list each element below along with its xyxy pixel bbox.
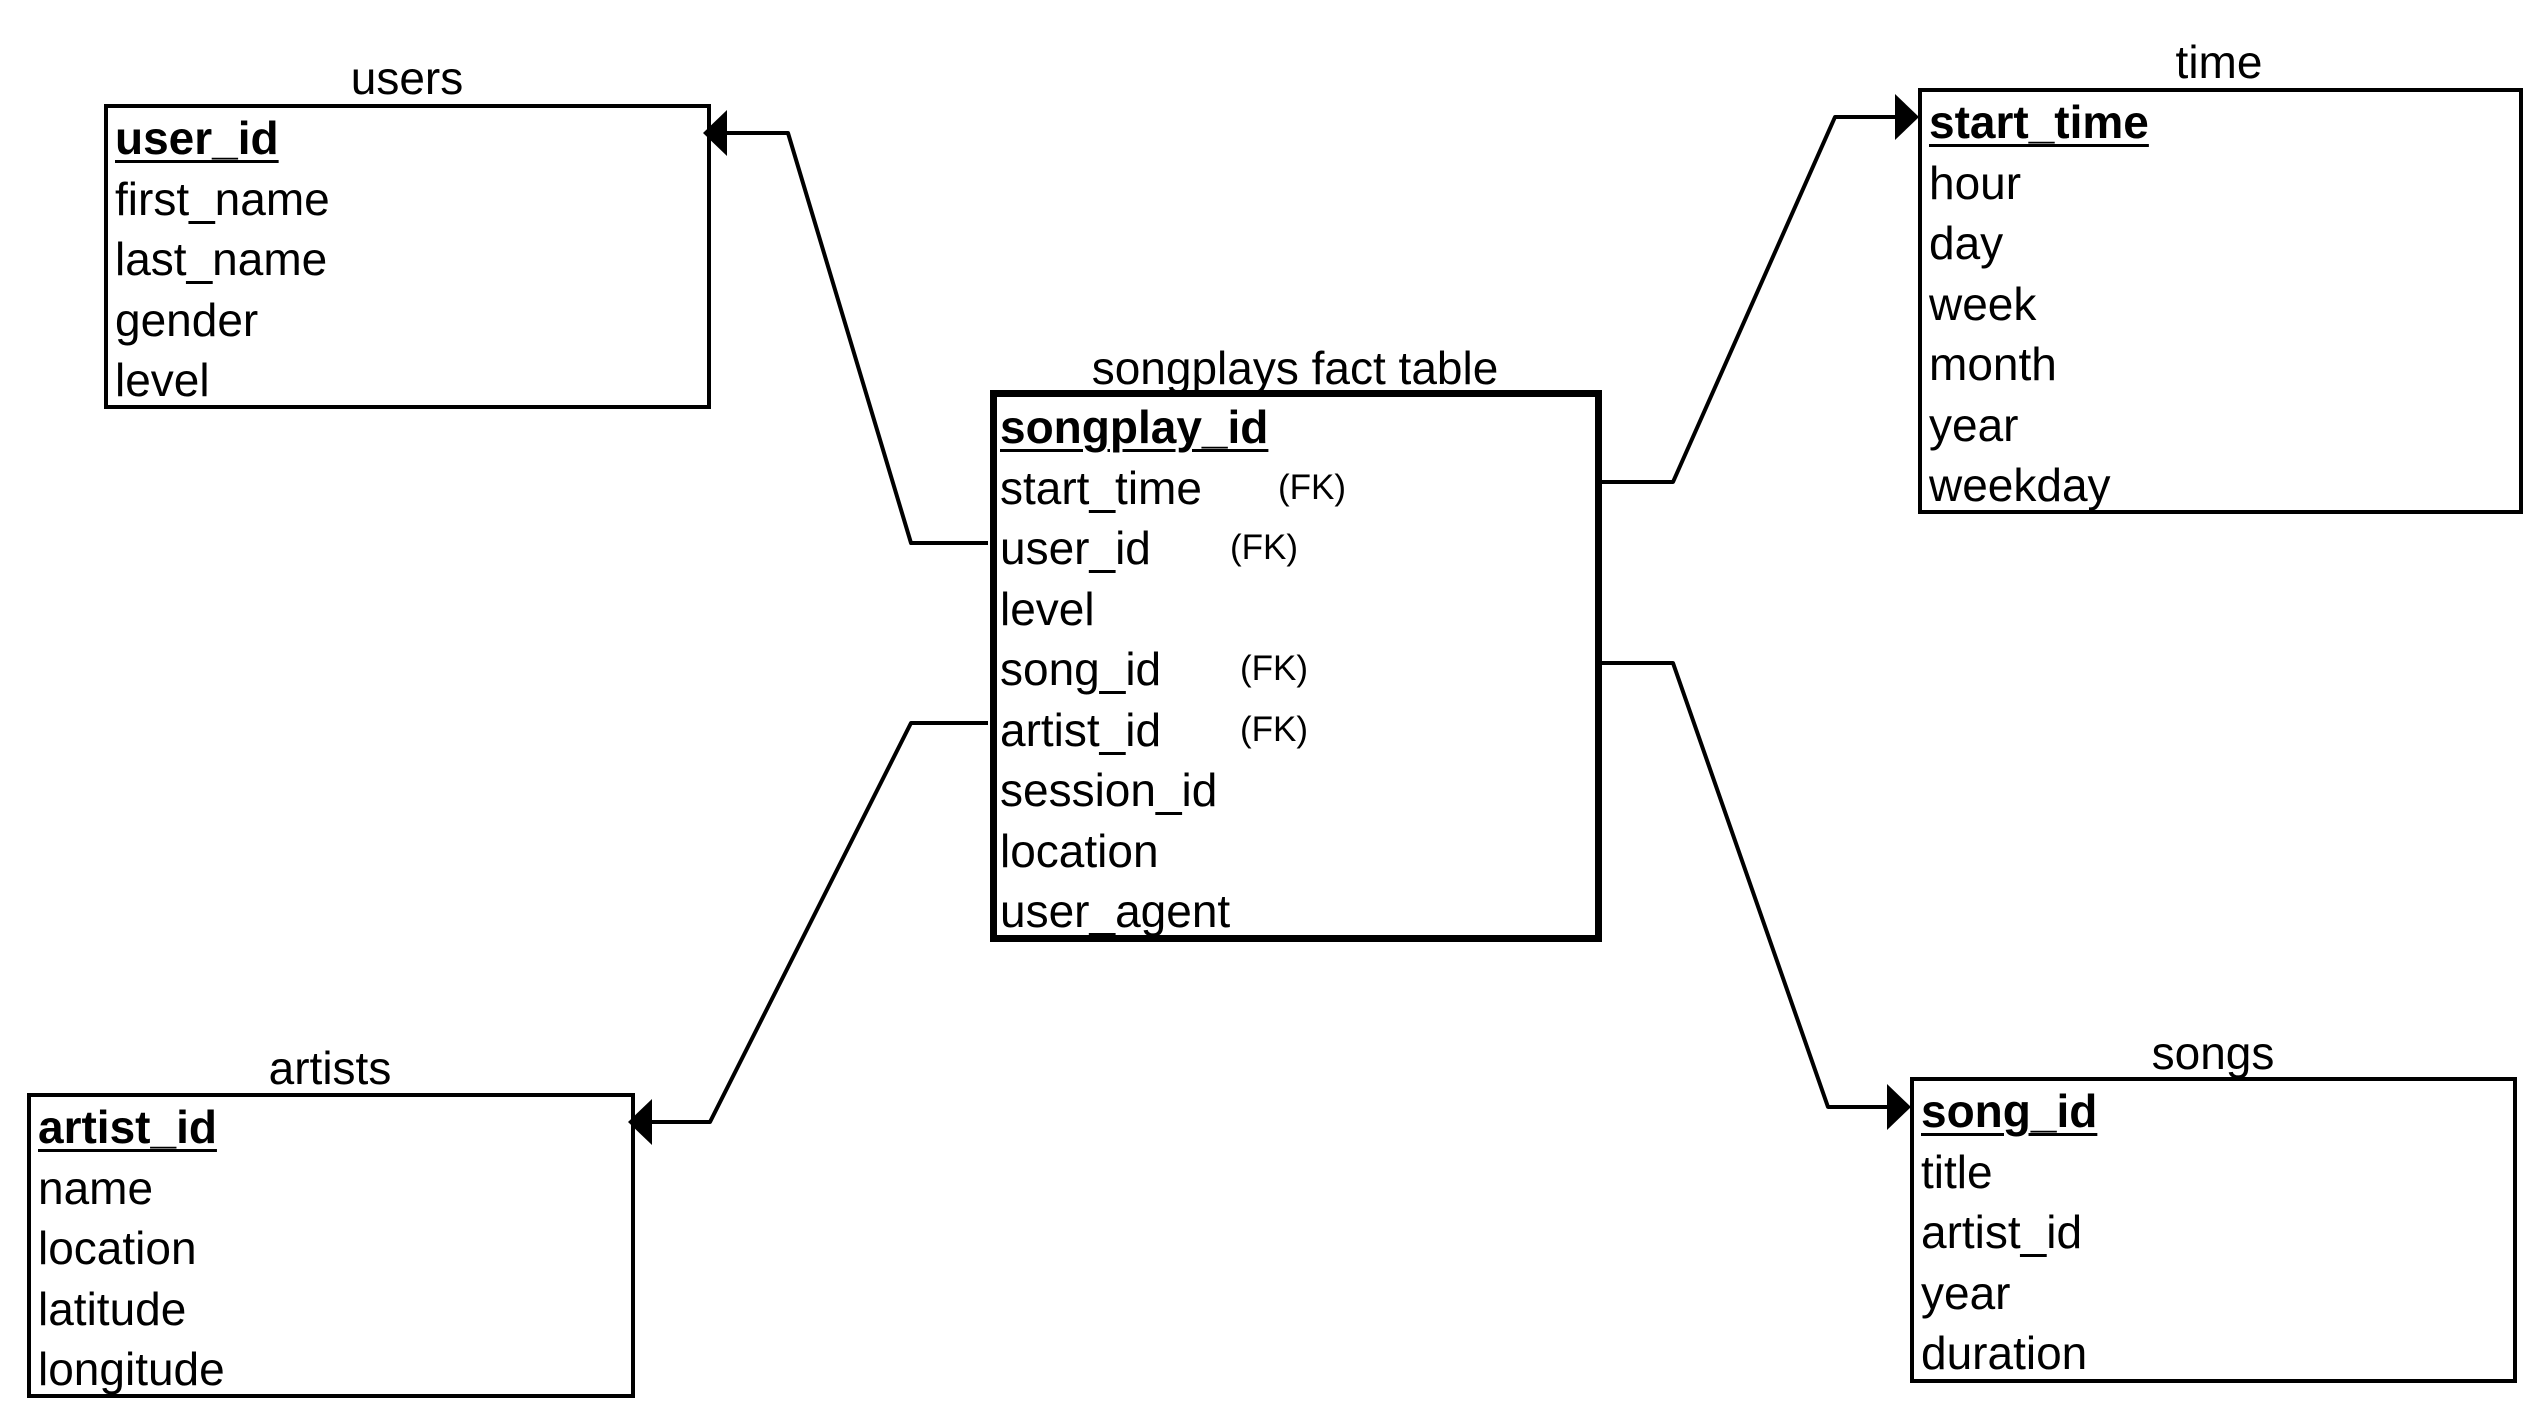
users-table-title: users bbox=[350, 52, 464, 104]
primary-key-label: start_time bbox=[1929, 96, 2149, 148]
artists-table-title: artists bbox=[268, 1042, 392, 1094]
songplays-column-start-time: start_time (FK) bbox=[1000, 458, 1595, 519]
column-label: level bbox=[115, 354, 210, 406]
foreign-key-tag: (FK) bbox=[1230, 528, 1299, 567]
artists-column-latitude: latitude bbox=[38, 1279, 631, 1340]
users-column-first-name: first_name bbox=[115, 169, 707, 230]
songs-column-song-id: song_id bbox=[1921, 1081, 2513, 1142]
users-column-user-id: user_id bbox=[115, 108, 707, 169]
column-label: latitude bbox=[38, 1282, 187, 1335]
column-label: year bbox=[1921, 1266, 2011, 1319]
arrowhead-artists bbox=[628, 1099, 652, 1145]
column-label: session_id bbox=[1000, 764, 1218, 816]
primary-key-label: user_id bbox=[115, 112, 279, 164]
artists-column-location: location bbox=[38, 1218, 631, 1279]
column-label: month bbox=[1929, 338, 2057, 390]
time-column-month: month bbox=[1929, 334, 2519, 395]
column-label: start_time bbox=[1000, 461, 1202, 514]
songplays-table: songplay_id start_time (FK) user_id (FK) leve… bbox=[990, 390, 1602, 942]
column-label: user_id bbox=[1000, 522, 1151, 574]
users-column-gender: gender bbox=[115, 290, 707, 351]
time-column-day: day bbox=[1929, 213, 2519, 274]
column-label: gender bbox=[115, 293, 259, 346]
songplays-column-song-id: song_id (FK) bbox=[1000, 639, 1595, 700]
arrowhead-users bbox=[703, 110, 727, 156]
column-label: hour bbox=[1929, 156, 2022, 209]
songplays-column-session-id: session_id bbox=[1000, 760, 1595, 821]
relationship-line-songs bbox=[1600, 661, 1890, 1109]
column-label: year bbox=[1929, 398, 2019, 451]
songs-column-year: year bbox=[1921, 1263, 2513, 1324]
column-label: longitude bbox=[38, 1343, 225, 1395]
time-column-year: year bbox=[1929, 395, 2519, 456]
songs-column-duration: duration bbox=[1921, 1323, 2513, 1384]
column-label: location bbox=[1000, 824, 1159, 877]
primary-key-label: song_id bbox=[1921, 1085, 2098, 1137]
songplays-column-user-id: user_id (FK) bbox=[1000, 518, 1595, 579]
artists-column-artist-id: artist_id bbox=[38, 1097, 631, 1158]
songplays-column-user-agent: user_agent bbox=[1000, 881, 1595, 942]
column-label: duration bbox=[1921, 1327, 2088, 1379]
songplays-table-title: songplays fact table bbox=[1091, 342, 1499, 394]
column-label: weekday bbox=[1929, 459, 2111, 511]
column-label: level bbox=[1000, 582, 1095, 635]
relationship-line-time bbox=[1600, 115, 1898, 484]
songs-table-title: songs bbox=[2151, 1027, 2275, 1079]
arrowhead-time bbox=[1895, 94, 1919, 140]
column-label: title bbox=[1921, 1145, 1993, 1198]
column-label: last_name bbox=[115, 233, 328, 285]
primary-key-label: songplay_id bbox=[1000, 401, 1269, 453]
relationship-line-users bbox=[720, 131, 988, 545]
time-column-weekday: weekday bbox=[1929, 455, 2519, 516]
arrowhead-songs bbox=[1887, 1084, 1911, 1130]
time-column-start-time: start_time bbox=[1929, 92, 2519, 153]
column-label: name bbox=[38, 1161, 154, 1214]
column-label: user_agent bbox=[1000, 885, 1231, 937]
primary-key-label: artist_id bbox=[38, 1101, 217, 1153]
column-label: artist_id bbox=[1921, 1206, 2083, 1258]
column-label: first_name bbox=[115, 172, 330, 225]
users-column-last-name: last_name bbox=[115, 229, 707, 290]
artists-column-longitude: longitude bbox=[38, 1339, 631, 1400]
foreign-key-tag: (FK) bbox=[1240, 709, 1309, 749]
column-label: day bbox=[1929, 217, 2004, 269]
column-label: song_id bbox=[1000, 643, 1162, 695]
column-label: week bbox=[1929, 277, 2037, 330]
users-column-level: level bbox=[115, 350, 707, 411]
time-table-title: time bbox=[2175, 36, 2263, 88]
time-column-week: week bbox=[1929, 274, 2519, 335]
songplays-column-artist-id: artist_id (FK) bbox=[1000, 700, 1595, 761]
foreign-key-tag: (FK) bbox=[1278, 467, 1347, 507]
column-label: artist_id bbox=[1000, 703, 1162, 756]
songplays-column-level: level bbox=[1000, 579, 1595, 640]
songs-column-artist-id: artist_id bbox=[1921, 1202, 2513, 1263]
songplays-column-songplay-id: songplay_id bbox=[1000, 397, 1595, 458]
artists-column-name: name bbox=[38, 1158, 631, 1219]
column-label: location bbox=[38, 1222, 197, 1274]
songs-column-title: title bbox=[1921, 1142, 2513, 1203]
songplays-column-location: location bbox=[1000, 821, 1595, 882]
relationship-line-artists bbox=[645, 721, 988, 1124]
foreign-key-tag: (FK) bbox=[1240, 649, 1309, 688]
time-column-hour: hour bbox=[1929, 153, 2519, 214]
